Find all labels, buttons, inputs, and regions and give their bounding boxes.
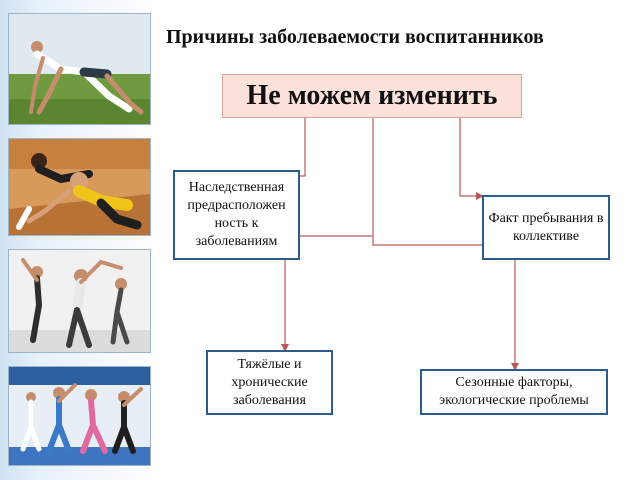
node-collective-label: Факт пребывания в коллективе: [488, 210, 604, 244]
node-heredity: Наследственная предрасположен ность к за…: [173, 170, 300, 260]
photo-aerobics-class: [8, 366, 151, 466]
node-seasonal-factors: Сезонные факторы, экологические проблемы: [420, 369, 608, 415]
node-chronic-label: Тяжёлые и хронические заболевания: [231, 356, 308, 408]
photo-stretching-outdoor: [8, 13, 151, 125]
photo-gym-stretch: [8, 138, 151, 236]
cannot-change-box: Не можем изменить: [222, 74, 522, 118]
node-collective: Факт пребывания в коллективе: [482, 195, 610, 260]
node-heredity-label: Наследственная предрасположен ность к за…: [187, 180, 286, 249]
node-chronic-diseases: Тяжёлые и хронические заболевания: [206, 350, 333, 415]
connector-main-to-collective: [459, 118, 484, 200]
slide-title: Причины заболеваемости воспитанников: [166, 26, 544, 48]
photo-group-side-bend: [8, 249, 151, 353]
photo-strip: [0, 0, 160, 480]
connector-main-to-heredity: [288, 118, 306, 180]
node-seasonal-label: Сезонные факторы, экологические проблемы: [439, 375, 589, 408]
